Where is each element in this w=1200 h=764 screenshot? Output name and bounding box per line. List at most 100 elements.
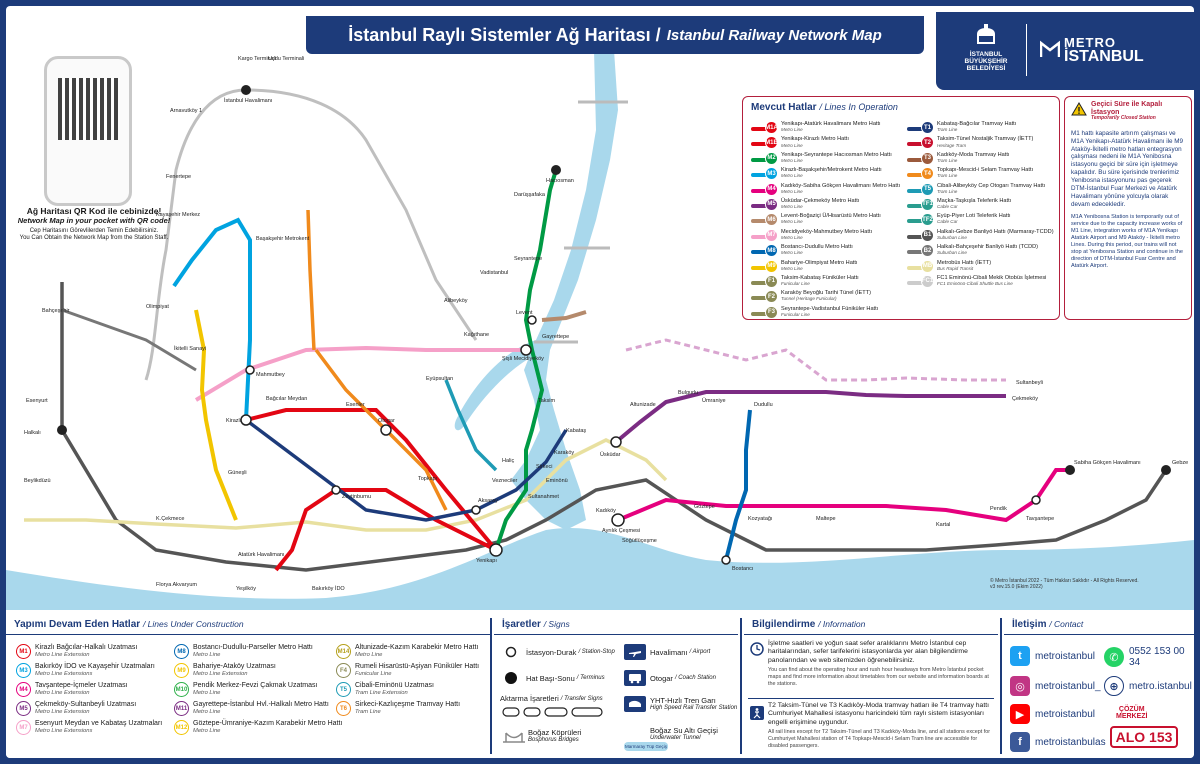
station-label-vezneciler: Vezneciler <box>492 478 518 484</box>
line-color-swatch <box>907 142 927 147</box>
construction-title: Yapımı Devam Eden Hatlar / Lines Under C… <box>6 614 490 635</box>
line-color-swatch <box>907 188 927 193</box>
construction-name: Rumeli Hisarüstü-Aşiyan Füniküler Hattı <box>355 663 480 671</box>
whatsapp-link[interactable]: ✆0552 153 00 34 <box>1104 646 1194 668</box>
alo-153-badge[interactable]: ALO 153 <box>1110 726 1178 748</box>
sign-transfer-en: / Transfer Signs <box>560 695 603 702</box>
info-divider <box>748 698 994 699</box>
sign-station-en: / Station-Stop <box>578 649 615 655</box>
station-label-kargo: Kargo Terminali <box>238 56 276 62</box>
bus-icon <box>624 670 646 686</box>
line-color-swatch <box>751 311 771 316</box>
line-badge: T2 <box>921 136 934 150</box>
station-kirazli <box>240 414 252 426</box>
line-color-swatch <box>751 188 771 193</box>
line-name-tr: Seyrantepe-Vadistanbul Füniküler Hattı <box>781 305 879 312</box>
line-color-swatch <box>751 127 771 131</box>
construction-sub: Tram Line Extension <box>355 690 408 697</box>
line-name-tr: Bostancı-Dudullu Metro Hattı <box>781 244 853 251</box>
line-t1 <box>244 418 568 522</box>
station-yenikapi <box>489 543 503 557</box>
station-label-esenler: Esenler <box>346 402 365 408</box>
accessibility-icon <box>750 706 764 720</box>
construction-badge: M9 <box>174 663 189 678</box>
bottom-panels: Yapımı Devam Eden Hatlar / Lines Under C… <box>6 614 1194 758</box>
ibb-emblem-icon <box>977 24 995 44</box>
construction-sub: Metro Line <box>193 690 221 697</box>
legend-title: Mevcut Hatlar / Lines In Operation <box>751 102 1051 113</box>
divider-3 <box>1000 618 1002 754</box>
sign-airport: Havalimanı/ Airport <box>624 644 710 660</box>
station-label-yesilkoy: Yeşilköy <box>236 586 256 592</box>
youtube-link[interactable]: ▶metroistanbul <box>1010 704 1095 724</box>
info-title-tr: Bilgilendirme <box>752 619 816 630</box>
twitter-icon: t <box>1010 646 1030 666</box>
construction-sub: Funicular Line <box>355 671 392 678</box>
station-label-ist_air: İstanbul Havalimanı <box>224 97 272 104</box>
qr-note-en: You Can Obtain the Network Map from the … <box>19 235 169 242</box>
istanbul-word: İSTANBUL <box>1064 48 1144 65</box>
airplane-icon <box>624 644 646 660</box>
line-name: Karaköy Beyoğlu Tarihi Tünel (İETT)Tunne… <box>781 290 871 301</box>
line-name: FC1 Eminönü-Cibali Mekik Otobüs İşletmes… <box>937 275 1046 286</box>
instagram-link[interactable]: ◎metroistanbul_ <box>1010 676 1101 696</box>
construction-badge: M7 <box>16 720 31 735</box>
line-name-sub: Metro Line <box>781 219 803 225</box>
station-label-gayrettepe: Gayrettepe <box>542 334 569 340</box>
line-badge: M5 <box>765 197 778 211</box>
station-label-ucdu: Uçdu Terminali <box>268 56 304 62</box>
sign-terminus: Hat Başı-Sonu/ Terminus <box>500 670 605 686</box>
station-label-goztepe: Göztepe <box>694 504 715 510</box>
qr-title: Ağ Haritası QR Kod ile cebinizde! <box>26 206 162 216</box>
signs-title-tr: İşaretler <box>502 619 541 630</box>
line-color-swatch <box>907 250 927 255</box>
construction-name: Bostancı-Dudullu-Parseller Metro Hattı <box>193 644 313 652</box>
line-badge: M9 <box>765 259 778 273</box>
ibb-line-1: İSTANBUL <box>969 51 1003 58</box>
construction-badge: M5 <box>16 701 31 716</box>
construction-text: Gayrettepe-İstanbul Hvl.-Halkalı Metro H… <box>193 701 329 715</box>
contact-title-tr: İletişim <box>1012 619 1047 630</box>
youtube-icon: ▶ <box>1010 704 1030 724</box>
station-label-sultanbeyli: Sultanbeyli <box>1016 380 1043 386</box>
info-block-1: İşletme saatleri ve yoğun saat sefer ara… <box>768 640 968 664</box>
line-color-swatch <box>751 219 771 224</box>
web-link[interactable]: ⊕metro.istanbul <box>1104 676 1192 696</box>
marmara-sea <box>6 527 1194 610</box>
map-title: İstanbul Raylı Sistemler Ağ Haritası / I… <box>306 16 924 54</box>
qr-code[interactable] <box>58 78 120 140</box>
station-mahmutbey <box>245 365 255 375</box>
station-label-bahcesehir: Bahçeşehir <box>42 308 70 314</box>
whatsapp-icon: ✆ <box>1104 647 1124 667</box>
divider-2 <box>740 618 742 754</box>
line-badge: T4 <box>921 167 934 181</box>
